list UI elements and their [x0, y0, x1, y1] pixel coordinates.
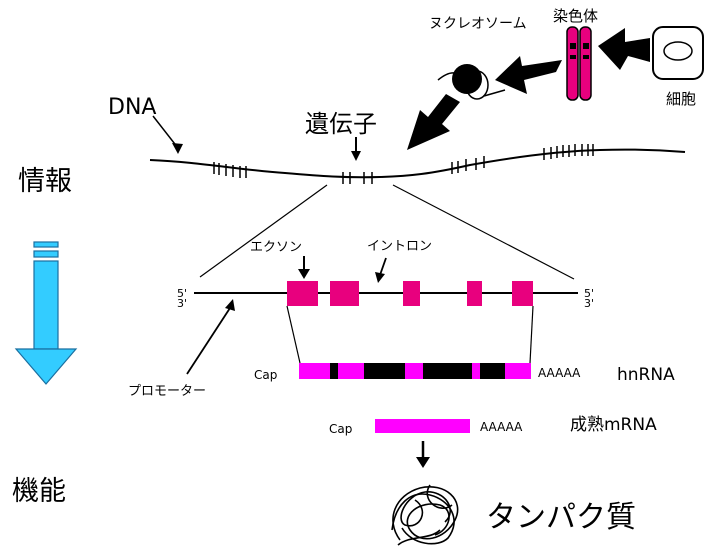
three-prime-left: 3' — [177, 297, 187, 310]
protein-icon — [391, 484, 459, 546]
zoom-line-right — [392, 184, 575, 280]
dna-gene-marks — [213, 144, 594, 184]
polya-mrna-label: AAAAA — [480, 420, 523, 434]
hnrna-label: hnRNA — [617, 365, 675, 385]
dna-pointer — [152, 115, 179, 149]
exon-block — [467, 281, 482, 306]
function-label: 機能 — [12, 476, 66, 507]
arrow-nucleosome-to-dna — [407, 94, 460, 150]
hnrna-bar — [299, 363, 531, 379]
intron-label: イントロン — [367, 239, 432, 254]
intron-pointer — [379, 257, 387, 276]
arrow-cell-to-chromosome — [598, 28, 650, 70]
cell-label: 細胞 — [666, 90, 696, 108]
promoter-pointer — [186, 307, 231, 375]
cell-icon — [652, 26, 704, 80]
exon-label: エクソン — [250, 240, 302, 255]
nucleosome-label: ヌクレオソーム — [429, 16, 527, 32]
dna-label: DNA — [108, 95, 156, 120]
exon-block — [403, 281, 420, 306]
promoter-label: プロモーター — [128, 384, 206, 399]
flow-arrow — [14, 241, 78, 385]
exon-block — [330, 281, 359, 306]
chromosome-label: 染色体 — [553, 7, 598, 25]
mature-mrna-bar — [375, 419, 470, 433]
three-prime-right: 3' — [584, 297, 594, 310]
exon-block — [512, 281, 533, 306]
zoom-line-hnrna-right — [529, 305, 534, 364]
five-prime-left: 5' — [177, 287, 187, 300]
protein-label: タンパク質 — [486, 500, 636, 535]
polya-hnrna-label: AAAAA — [538, 366, 581, 380]
zoom-line-hnrna-left — [286, 305, 301, 364]
zoom-line-left — [199, 184, 328, 278]
information-label: 情報 — [18, 166, 72, 197]
nucleosome-icon — [437, 64, 506, 100]
cap-mrna-label: Cap — [329, 422, 352, 436]
gene-label: 遺伝子 — [305, 110, 377, 138]
chromosome-icon — [566, 26, 592, 101]
arrow-chromosome-to-nucleosome — [495, 56, 562, 94]
exon-blocks — [287, 281, 533, 306]
dna-strand — [149, 148, 686, 179]
cap-hnrna-label: Cap — [254, 368, 277, 382]
mature-mrna-label: 成熟mRNA — [570, 414, 657, 435]
exon-block — [287, 281, 318, 306]
five-prime-right: 5' — [584, 287, 594, 300]
